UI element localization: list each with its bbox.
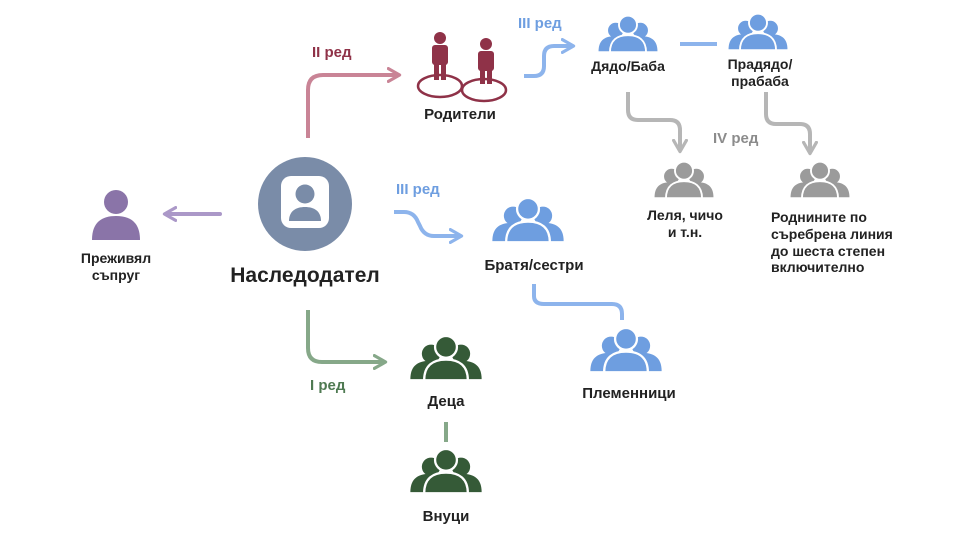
greatgrandparents-label-line2: прабаба: [731, 72, 789, 89]
greatgrandparents-label: Прадядо/ прабаба: [710, 56, 810, 90]
spouse-label: Преживял съпруг: [56, 250, 176, 284]
nephews-label: Племенници: [582, 385, 676, 402]
arrow-to-siblings: [394, 210, 464, 244]
line-siblings-nephews: [532, 284, 624, 320]
arrow-to-aunts-uncles: [626, 92, 688, 154]
grandchildren-label: Внуци: [422, 508, 470, 525]
collateral-label-line2: съребрена линия: [771, 225, 893, 242]
person-icon: [92, 190, 140, 240]
aunts-uncles-label-line2: и т.н.: [667, 223, 703, 240]
aunts-uncles-group-icon: [653, 160, 715, 200]
arrow-to-parents: [306, 67, 402, 138]
collateral-group-icon: [789, 160, 851, 200]
heir-icon: [258, 157, 352, 251]
spouse-label-line2: съпруг: [91, 266, 141, 283]
arrow-to-grandparents: [524, 38, 576, 78]
siblings-group-icon: [491, 196, 565, 244]
spouse-label-line1: Преживял: [80, 250, 152, 266]
children-label: Деца: [427, 393, 465, 410]
arrow-to-collateral: [764, 92, 818, 156]
collateral-label: Роднините по съребрена линия до шеста ст…: [771, 209, 911, 276]
collateral-label-line3: до шеста степен: [771, 242, 886, 259]
rank-third-mid: III ред: [396, 181, 440, 198]
grandparents-label: Дядо/Баба: [591, 58, 665, 74]
grandparents-group-icon: [597, 14, 659, 54]
greatgrandparents-group-icon: [727, 12, 789, 52]
arrow-to-children: [306, 310, 388, 370]
greatgrandparents-label-line1: Прадядо/: [727, 56, 793, 72]
rank-second: II ред: [312, 44, 352, 61]
collateral-label-line4: включително: [771, 259, 865, 276]
couple-icon: [416, 32, 508, 103]
heir-label: Наследодател: [230, 264, 380, 287]
rank-fourth: IV ред: [713, 130, 759, 147]
rank-first: I ред: [310, 377, 346, 394]
parents-label: Родители: [424, 106, 496, 123]
grandchildren-group-icon: [409, 447, 483, 495]
aunts-uncles-label-line1: Леля, чичо: [647, 207, 723, 223]
siblings-label: Братя/сестри: [484, 257, 584, 274]
aunts-uncles-label: Леля, чичо и т.н.: [630, 207, 740, 241]
rank-third-top: III ред: [518, 15, 562, 32]
collateral-label-line1: Роднините по: [771, 209, 867, 225]
nephews-group-icon: [589, 326, 663, 374]
children-group-icon: [409, 334, 483, 382]
